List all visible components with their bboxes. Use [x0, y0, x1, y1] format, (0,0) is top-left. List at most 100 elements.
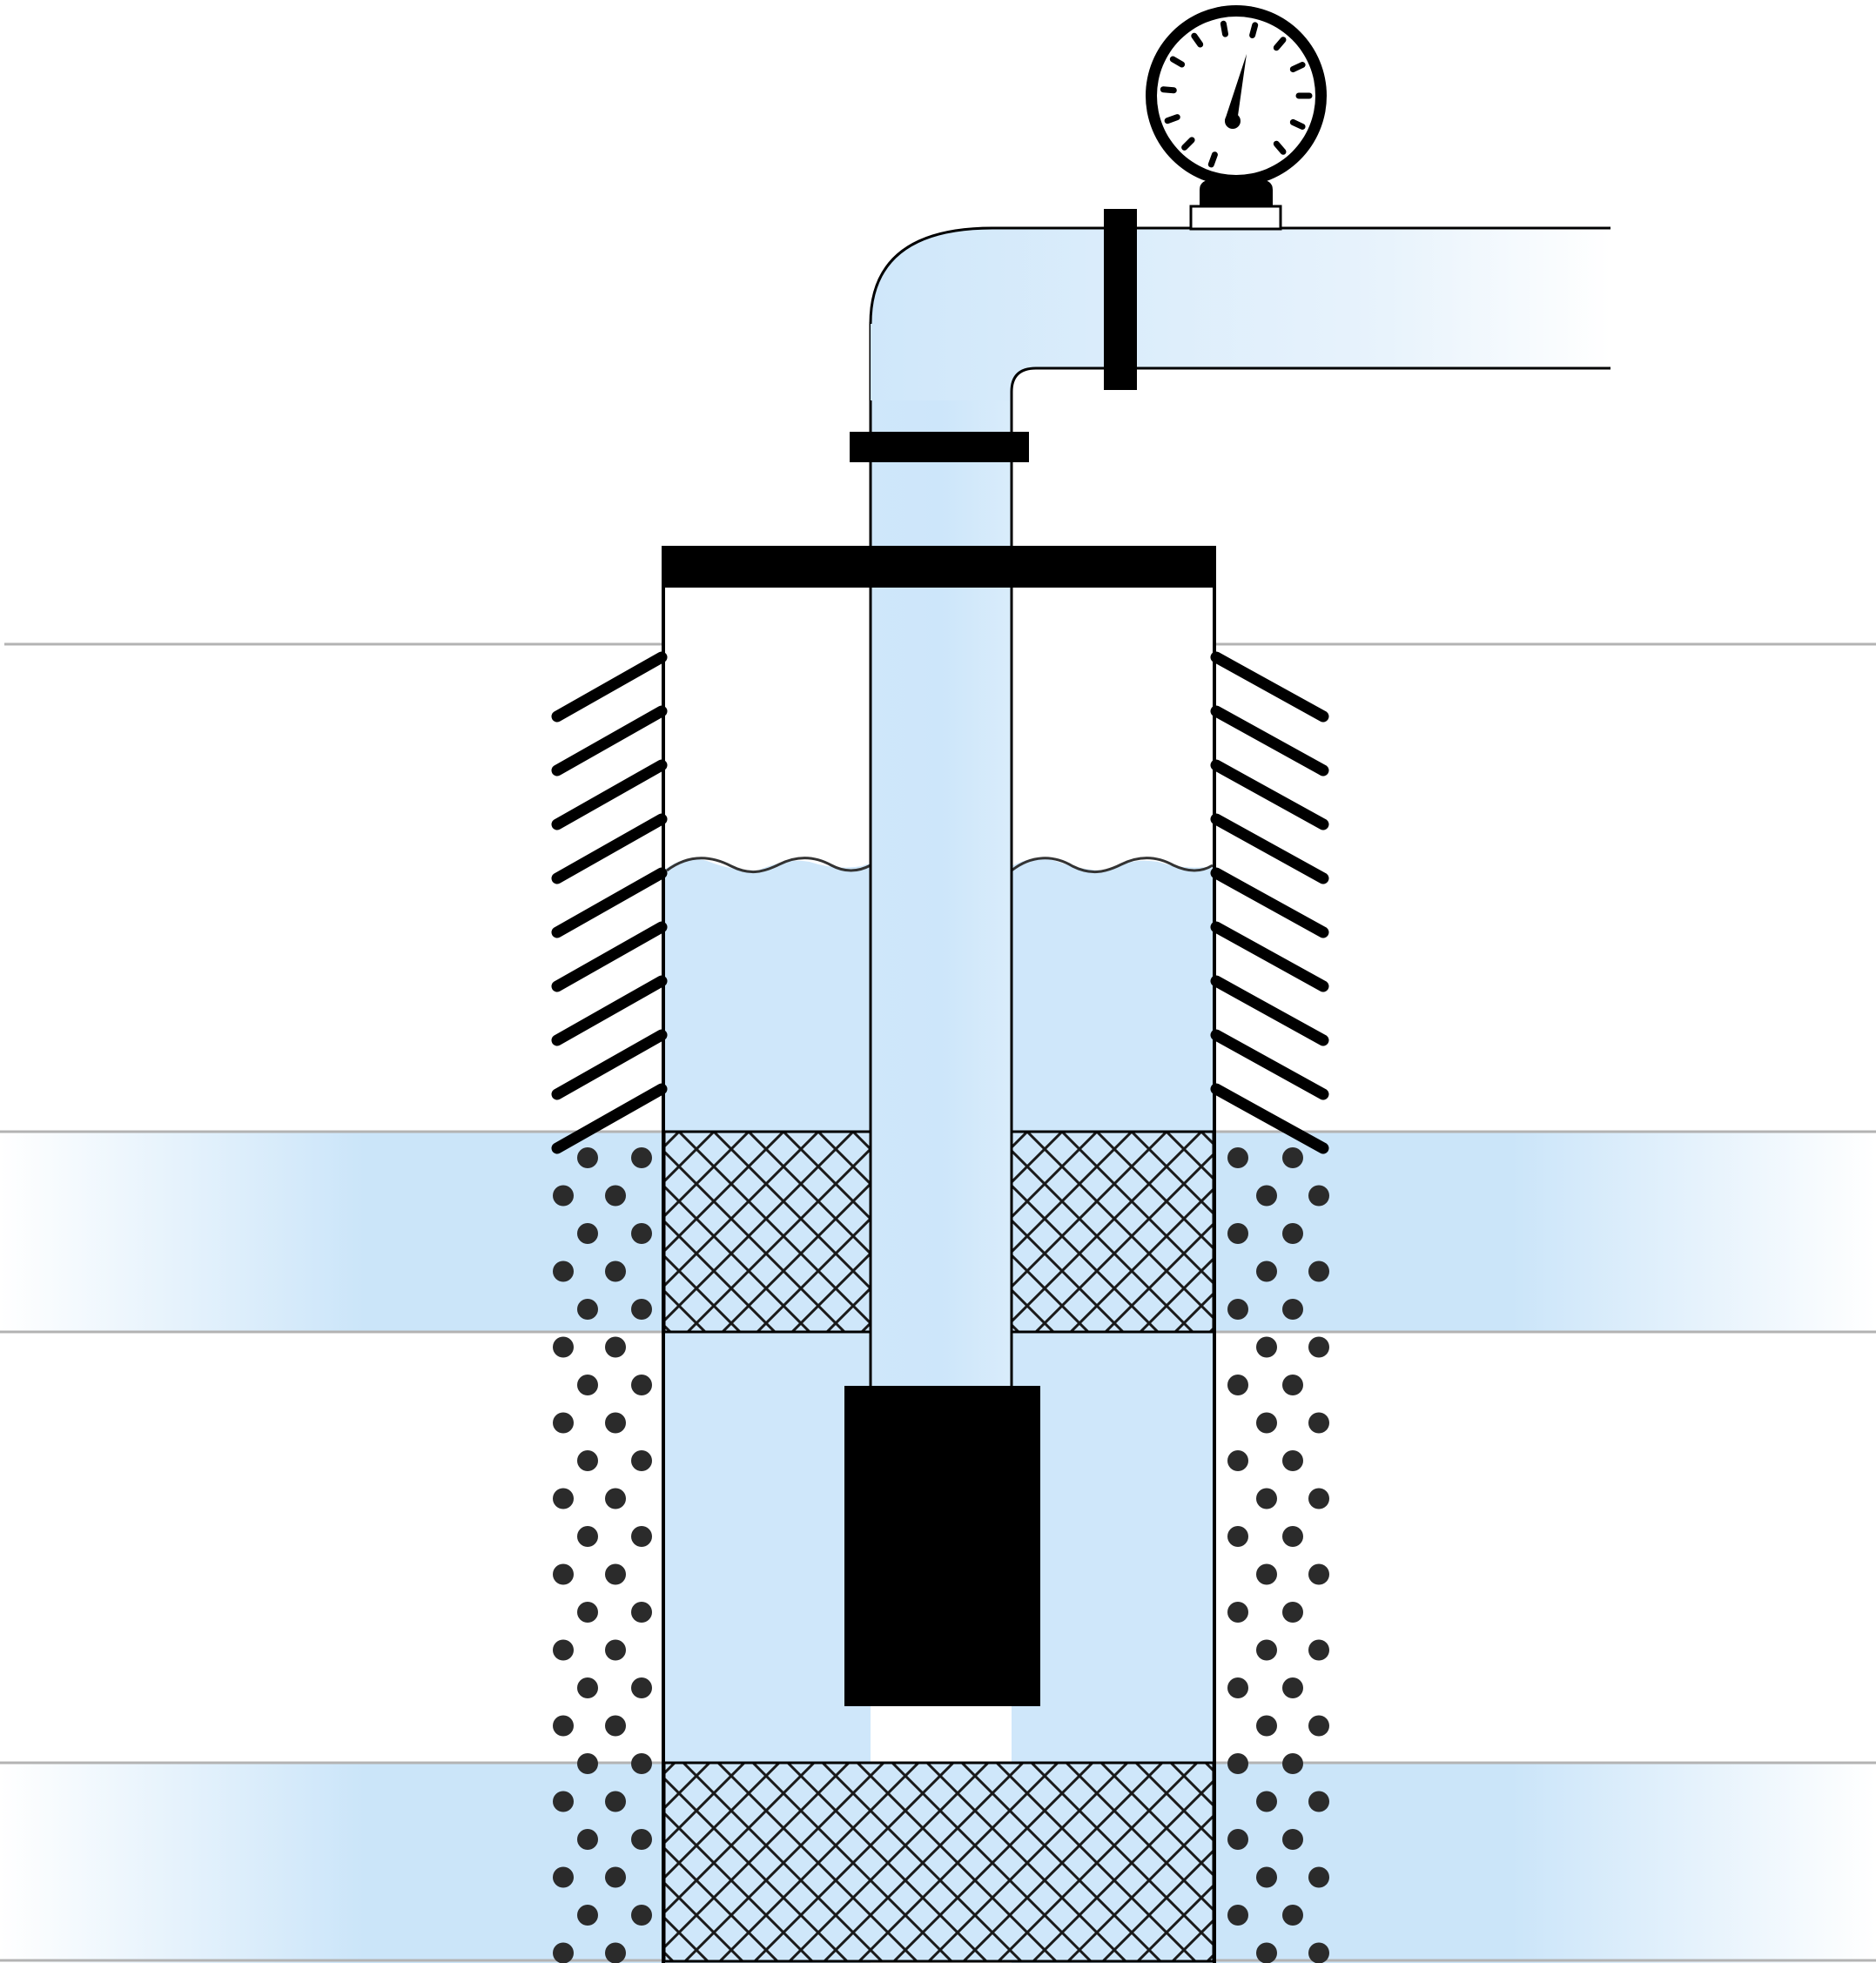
gravel-dot [1282, 1677, 1303, 1698]
gravel-dot [605, 1260, 626, 1282]
gravel-dot [577, 1753, 598, 1774]
gravel-dot [631, 1223, 652, 1244]
gravel-dot [631, 1753, 652, 1774]
hatch-stroke [1210, 1029, 1329, 1100]
drop-pipe [869, 322, 1013, 1388]
gauge-tick [1273, 140, 1287, 155]
gravel-dot [631, 1450, 652, 1471]
gravel-dot [1227, 1602, 1248, 1623]
gravel-dot [577, 1375, 598, 1395]
gravel-dot [1308, 1791, 1329, 1812]
hatch-stroke [1210, 759, 1329, 830]
gravel-dot [631, 1829, 652, 1850]
gravel-dot [1308, 1412, 1329, 1434]
gravel-dot [631, 1905, 652, 1926]
pipe-flange-horizontal [1104, 209, 1137, 390]
gravel-dot [1282, 1299, 1303, 1320]
hatch-stroke [1210, 921, 1329, 992]
gravel-dot [577, 1905, 598, 1926]
gravel-dot [631, 1526, 652, 1547]
well-casing [662, 579, 1216, 1963]
gravel-dot [1256, 1942, 1277, 1963]
gravel-dot [605, 1715, 626, 1737]
gravel-dot [1308, 1488, 1329, 1509]
gravel-dot [1282, 1526, 1303, 1547]
gauge-tick [1181, 137, 1195, 151]
gravel-dot [577, 1450, 598, 1471]
hatch-stroke [1210, 651, 1329, 723]
gravel-dot [1227, 1223, 1248, 1244]
hatch-stroke [551, 1029, 668, 1100]
hatch-stroke [551, 705, 668, 776]
gravel-dot [631, 1375, 652, 1395]
well-screen-lower [662, 1761, 1215, 1963]
gravel-dot [553, 1563, 574, 1585]
hatch-stroke [1210, 813, 1329, 884]
gravel-dot [1282, 1602, 1303, 1623]
soil-hatching-right [1210, 651, 1329, 1154]
gauge-tick [1169, 56, 1186, 68]
gravel-dot [1256, 1791, 1277, 1812]
gravel-dot [553, 1412, 574, 1434]
gravel-pack-right [1227, 1147, 1329, 1963]
gauge-tick [1160, 86, 1177, 94]
water-level [666, 857, 1214, 873]
gauge-tick [1289, 62, 1306, 73]
gravel-dot [1256, 1412, 1277, 1434]
gravel-dot [553, 1866, 574, 1888]
gravel-dot [1308, 1336, 1329, 1358]
gravel-dot [577, 1223, 598, 1244]
gravel-dot [631, 1677, 652, 1698]
gauge-tick [1164, 114, 1180, 124]
gravel-dot [1308, 1866, 1329, 1888]
hatch-stroke [1210, 975, 1329, 1046]
hatch-stroke [1210, 705, 1329, 776]
submersible-pump [844, 1386, 1040, 1706]
gravel-dot [1227, 1905, 1248, 1926]
gravel-dot [1282, 1375, 1303, 1395]
pressure-gauge-icon [1146, 5, 1327, 231]
gauge-tick [1249, 22, 1259, 38]
gravel-pack-left [553, 1147, 652, 1963]
gravel-dot [553, 1488, 574, 1509]
gauge-tick [1207, 151, 1218, 168]
hatch-stroke [1210, 867, 1329, 938]
gravel-dot [553, 1260, 574, 1282]
gravel-dot [1256, 1563, 1277, 1585]
gauge-tick [1191, 32, 1204, 48]
gravel-dot [553, 1185, 574, 1207]
hatch-stroke [551, 921, 668, 992]
gravel-dot [605, 1336, 626, 1358]
gravel-dot [553, 1715, 574, 1737]
gravel-dot [605, 1866, 626, 1888]
gravel-dot [1227, 1677, 1248, 1698]
gravel-dot [1227, 1299, 1248, 1320]
gravel-dot [1282, 1147, 1303, 1168]
gravel-dot [1282, 1753, 1303, 1774]
gravel-dot [1256, 1260, 1277, 1282]
gravel-dot [605, 1185, 626, 1207]
gravel-dot [605, 1942, 626, 1963]
gravel-dot [1256, 1185, 1277, 1207]
gravel-dot [1282, 1905, 1303, 1926]
gravel-dot [1282, 1829, 1303, 1850]
gravel-dot [1227, 1147, 1248, 1168]
gravel-dot [631, 1299, 652, 1320]
gravel-dot [1308, 1260, 1329, 1282]
gravel-dot [1227, 1753, 1248, 1774]
gravel-dot [577, 1147, 598, 1168]
gauge-ticks [1160, 20, 1313, 168]
gravel-dot [605, 1791, 626, 1812]
hatch-stroke [551, 867, 668, 938]
gravel-dot [553, 1791, 574, 1812]
aquifer-layer-lower [0, 1763, 1876, 1963]
gravel-dot [1227, 1450, 1248, 1471]
gauge-tick [1289, 118, 1306, 130]
gravel-dot [631, 1602, 652, 1623]
gravel-dot [577, 1299, 598, 1320]
gravel-dot [1256, 1866, 1277, 1888]
gravel-dot [1308, 1639, 1329, 1661]
gravel-dot [1256, 1715, 1277, 1737]
gravel-dot [1308, 1715, 1329, 1737]
